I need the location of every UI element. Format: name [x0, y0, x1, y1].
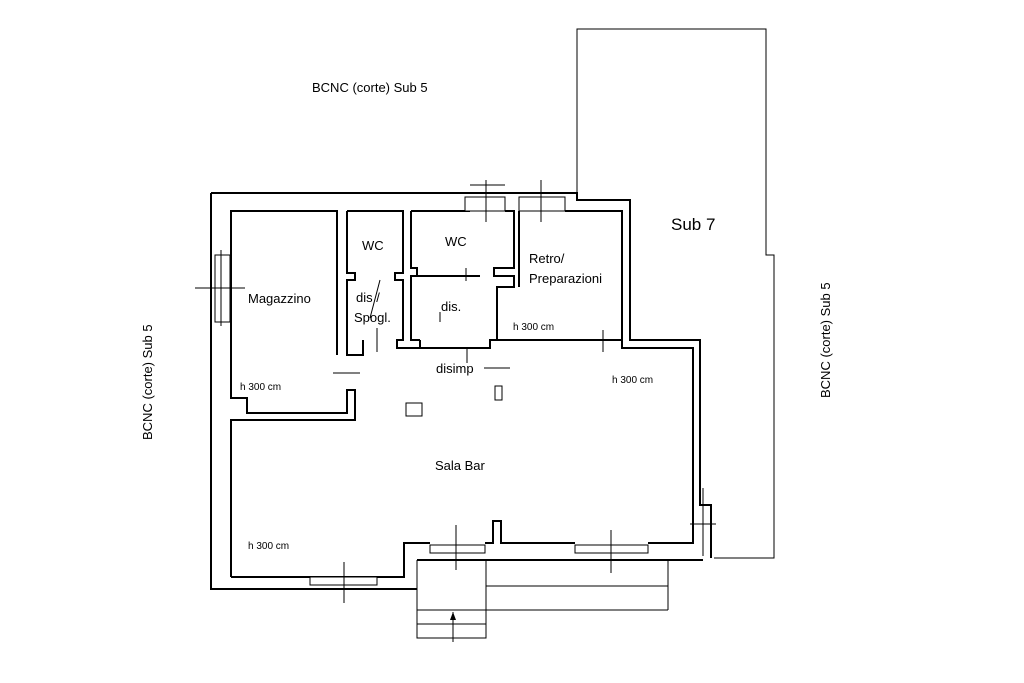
entry-stair — [416, 560, 669, 642]
dis-spogl-label-2: Spogl. — [354, 310, 391, 325]
south-window-2 — [429, 544, 486, 554]
retro-label-2: Preparazioni — [529, 271, 602, 286]
dis-label: dis. — [441, 299, 461, 314]
court-left-label: BCNC (corte) Sub 5 — [140, 324, 155, 440]
magazzino-height-label: h 300 cm — [240, 382, 281, 393]
court-right-label: BCNC (corte) Sub 5 — [818, 282, 833, 398]
north-window-2 — [518, 196, 566, 212]
axis-marks — [195, 180, 716, 603]
sala-bar-label: Sala Bar — [435, 458, 486, 473]
disimp-label: disimp — [436, 361, 474, 376]
sub7-label: Sub 7 — [671, 215, 715, 234]
retro-height-label: h 300 cm — [513, 322, 554, 333]
outer-wall — [210, 192, 712, 590]
magazzino-label: Magazzino — [248, 291, 311, 306]
pillar-2 — [494, 385, 503, 401]
sub7-outline — [576, 28, 775, 559]
wc-2-label: WC — [445, 234, 467, 249]
bar-right-height-label: h 300 cm — [612, 375, 653, 386]
pillar-1 — [405, 402, 423, 417]
retro-label-1: Retro/ — [529, 251, 565, 266]
inner-walls — [230, 210, 694, 578]
north-window-1 — [464, 196, 506, 212]
wc-1-label: WC — [362, 238, 384, 253]
dis-spogl-label-1: dis / — [356, 290, 380, 305]
sala-bar-height-label: h 300 cm — [248, 541, 289, 552]
court-top-label: BCNC (corte) Sub 5 — [312, 80, 428, 95]
